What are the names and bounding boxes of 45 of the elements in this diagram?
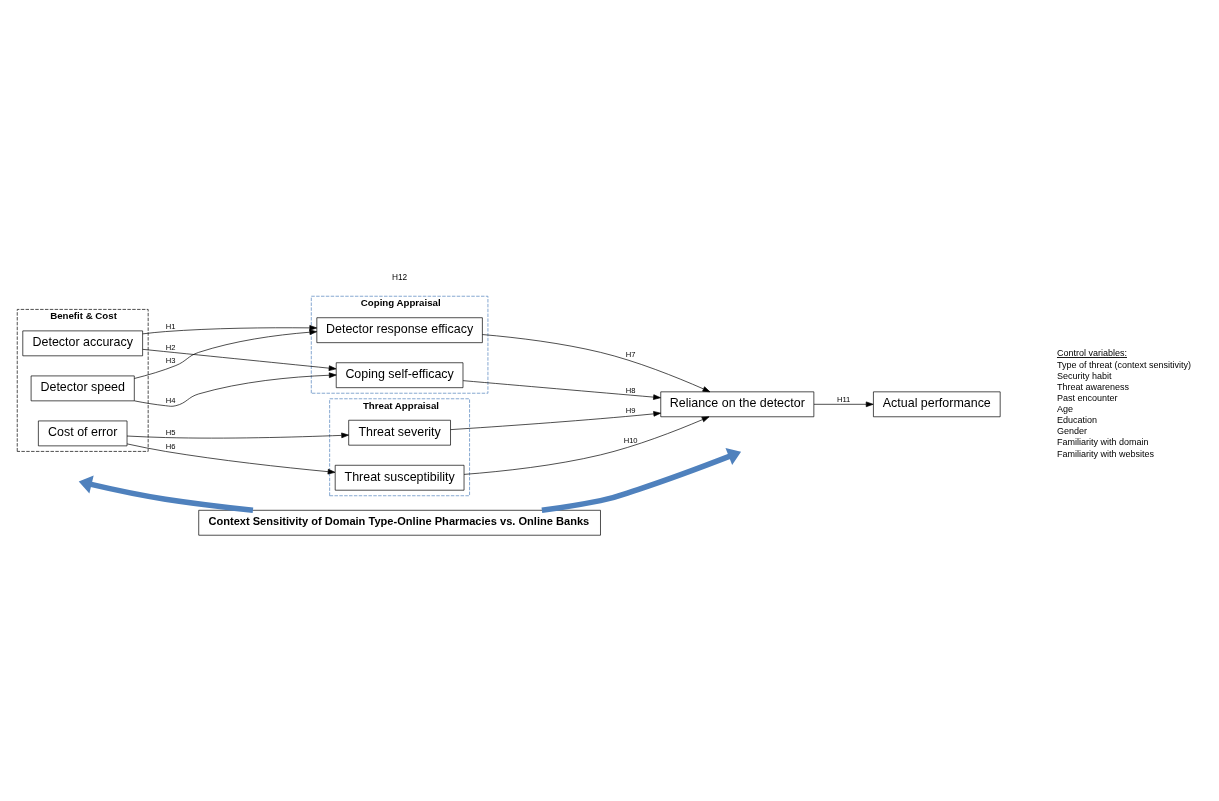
label: Past encounter (1056, 393, 1118, 404)
node-box: Threat severity (348, 419, 451, 446)
node-box: Detector speed (30, 375, 135, 402)
arrow (541, 447, 742, 513)
edge-label: H5 (165, 428, 176, 438)
arrow (78, 475, 254, 514)
edge-label: H9 (625, 406, 636, 416)
node-box: Detector response efficacy (316, 317, 483, 343)
edge-label: H1 (165, 322, 176, 332)
arrow (134, 372, 337, 407)
arrow (126, 432, 349, 439)
arrow (126, 443, 336, 475)
edge-label: H8 (625, 386, 636, 396)
label: Familiarity with domain (1056, 437, 1149, 448)
label: Control variables: (1056, 348, 1128, 359)
arrow (142, 349, 337, 371)
node-box: Actual performance (873, 391, 1001, 418)
edge-label: H11 (836, 395, 851, 405)
edge-label: H10 (623, 435, 638, 445)
node-box: Context Sensitivity of Domain Type-Online Pharmacies vs. Online Banks (198, 509, 601, 536)
node-box: Coping self-efficacy (335, 362, 464, 389)
node-box: Cost of error (38, 420, 128, 447)
label: Threat awareness (1056, 382, 1130, 393)
arrow (134, 329, 318, 379)
label: Familiarity with websites (1056, 448, 1155, 459)
label: Education (1056, 415, 1098, 426)
node-box: Threat susceptibility (334, 464, 465, 491)
edge-label: H2 (165, 343, 176, 353)
arrow (450, 411, 661, 430)
arrow (462, 380, 661, 400)
arrow (482, 334, 711, 393)
node-box: Detector accuracy (22, 330, 143, 357)
label: Gender (1056, 426, 1088, 437)
node-box: Reliance on the detector (660, 391, 815, 418)
edge-label: H4 (165, 396, 176, 406)
label: Security habit (1056, 370, 1112, 381)
edge-label: H7 (625, 350, 636, 360)
label: Age (1056, 404, 1073, 415)
arrow (463, 416, 710, 475)
edge-label: H3 (165, 356, 176, 366)
edge-label: H6 (165, 442, 176, 452)
label: Type of threat (context sensitivity) (1056, 359, 1192, 370)
label: H12 (392, 272, 408, 283)
arrow (813, 401, 874, 408)
arrow (142, 325, 318, 335)
